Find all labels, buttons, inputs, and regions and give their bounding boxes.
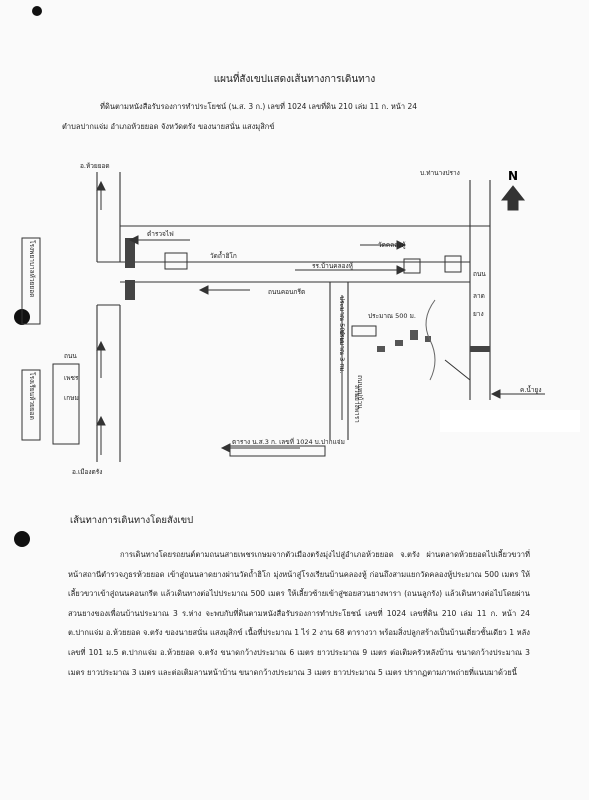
label-police: ตำรวจไฟ — [147, 230, 174, 238]
subtitle-line-1: ที่ดินตามหนังสือรับรองการทำประโยชน์ (น.ส… — [100, 102, 418, 111]
page-title: แผนที่สังเขปแสดงเส้นทางการเดินทาง — [213, 74, 376, 85]
label-temple: วัดถ้ำฮิโก — [210, 251, 237, 260]
label-parcel: ตาราง น.ส.3 ก. เลขที่ 1024 บ.ปากแจ่ม — [232, 437, 345, 446]
label-mueang-trang: อ.เมืองตรัง — [72, 468, 102, 476]
directions-title: เส้นทางการเดินทางโดยสังเขป — [70, 515, 194, 526]
label-hospital: โรงพยาบาลห้วยยอด — [28, 240, 36, 297]
label-road-left-1: ถนน — [64, 352, 77, 360]
label-tha-mai-prang: บ.ท่านางปราง — [420, 169, 460, 177]
label-huai-yot: อ.ห้วยยอด — [80, 162, 110, 170]
label-road-concrete: ถนนคอนกรีต — [268, 288, 305, 296]
subtitle-line-2: ตำบลปากแจ่ม อำเภอห้วยยอด จังหวัดตรัง ของ… — [62, 122, 275, 131]
label-distance-3km: ประมาณ 3 กม. — [338, 330, 346, 374]
north-indicator: N — [508, 169, 518, 183]
label-road-left-2: เพชร — [64, 374, 79, 382]
label-road-right-2: ลาด — [473, 292, 485, 300]
label-road-left-3: เกษม — [64, 394, 79, 402]
label-khlong-hu: วัดคลองหู้ — [378, 241, 406, 249]
label-road-right-3: ยาง — [473, 310, 484, 318]
binder-hole-top — [32, 6, 42, 16]
label-khlong-hu-arrow: รร.บ้านคลองหู้ — [312, 262, 353, 270]
label-village-road: ถนนหมู่บ้าน — [356, 375, 364, 409]
redacted-area — [440, 410, 580, 432]
label-distance-500b: ประมาณ 500 ม. — [338, 296, 346, 344]
binder-hole-bottom — [14, 531, 30, 547]
label-road-right: ถนน — [473, 270, 486, 278]
label-rubber: สวนยางพารา — [353, 385, 361, 423]
label-distance-500: ประมาณ 500 ม. — [368, 312, 416, 320]
label-school: โรงเรียนห้วยยอด — [28, 372, 36, 420]
directions-text: การเดินทางโดยรถยนต์ตามถนนสายเพชรเกษมจากต… — [68, 550, 530, 677]
label-river: ค.น้ำยูง — [520, 385, 542, 394]
